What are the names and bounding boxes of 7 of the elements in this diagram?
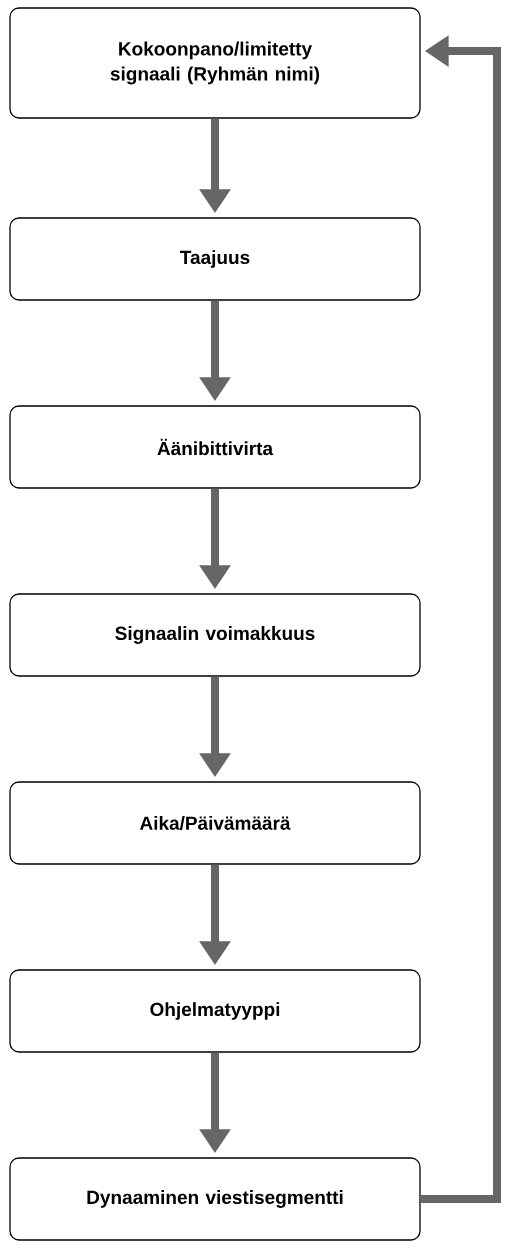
process-box: Taajuus	[9, 217, 421, 301]
process-box: Ohjelmatyyppi	[9, 969, 421, 1053]
process-box: Dynaaminen viestisegmentti	[9, 1157, 421, 1241]
process-box: Kokoonpano/limitetty signaali (Ryhmän nimi)	[9, 7, 421, 119]
process-box: Aika/Päivämäärä	[9, 781, 421, 865]
process-box: Signaalin voimakkuus	[9, 593, 421, 677]
process-box: Äänibittivirta	[9, 405, 421, 489]
